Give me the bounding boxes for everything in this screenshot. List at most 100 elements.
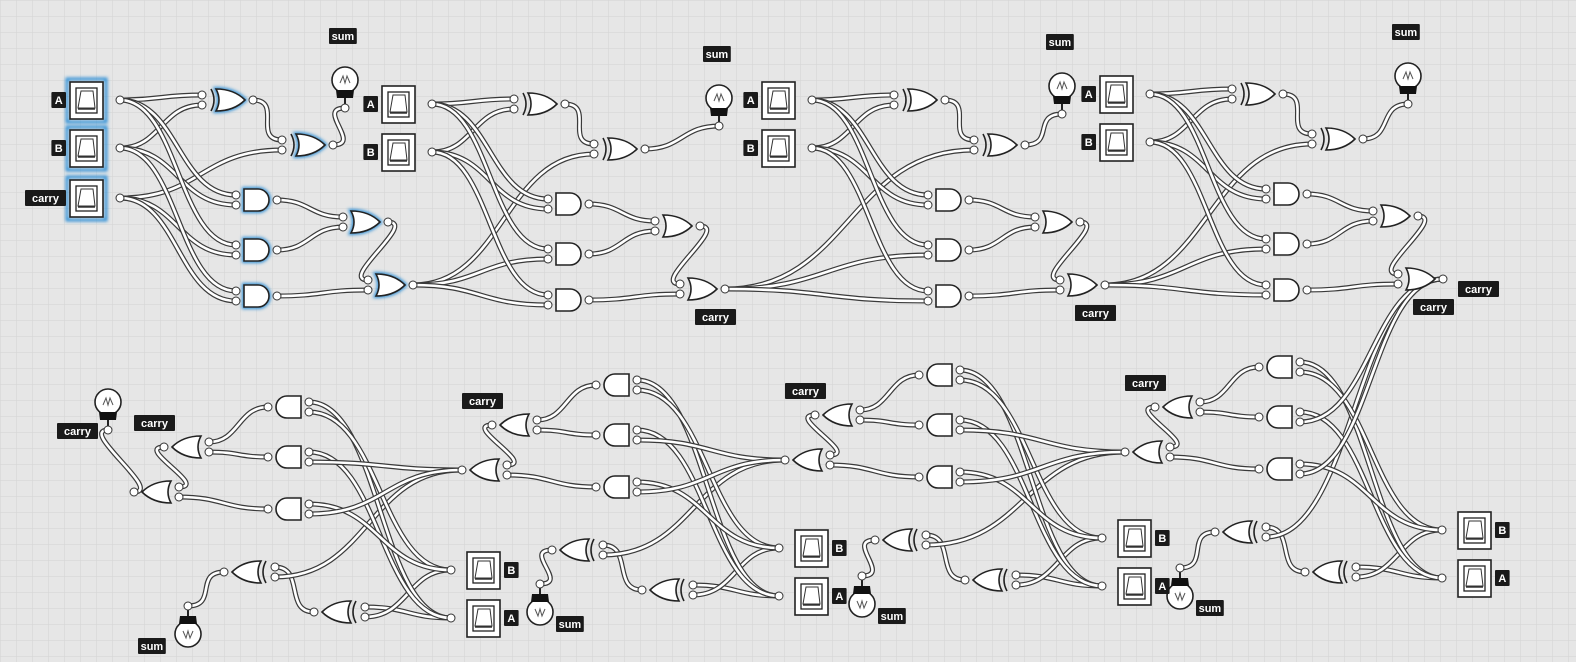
output-pin[interactable] [1145, 89, 1155, 99]
output-pin[interactable] [457, 465, 467, 475]
output-pin[interactable] [272, 195, 282, 205]
xor-gate[interactable] [1320, 127, 1357, 151]
input-pin[interactable] [1261, 194, 1271, 204]
output-pin[interactable] [129, 487, 139, 497]
input-pin[interactable] [714, 121, 724, 131]
output-pin[interactable] [1300, 567, 1310, 577]
and-gate[interactable] [555, 192, 582, 216]
input-pin[interactable] [1030, 222, 1040, 232]
xor-gate[interactable] [522, 92, 559, 116]
input-pin[interactable] [955, 477, 965, 487]
output-pin[interactable] [870, 535, 880, 545]
input-pin[interactable] [1368, 206, 1378, 216]
input-pin[interactable] [340, 103, 350, 113]
switch-a[interactable] [794, 577, 829, 616]
and-gate[interactable] [1273, 182, 1300, 206]
input-pin[interactable] [923, 250, 933, 260]
and-gate[interactable] [1273, 278, 1300, 302]
xor-gate[interactable] [1221, 520, 1258, 544]
input-pin[interactable] [955, 375, 965, 385]
and-gate[interactable] [555, 242, 582, 266]
input-pin[interactable] [1393, 279, 1403, 289]
input-pin[interactable] [632, 385, 642, 395]
input-pin[interactable] [1165, 452, 1175, 462]
and-gate[interactable] [935, 284, 962, 308]
or-gate[interactable] [140, 480, 173, 504]
output-pin[interactable] [427, 147, 437, 157]
output-pin[interactable] [807, 143, 817, 153]
input-pin[interactable] [1295, 417, 1305, 427]
input-pin[interactable] [921, 540, 931, 550]
switch-b[interactable] [65, 125, 108, 172]
input-pin[interactable] [923, 190, 933, 200]
output-pin[interactable] [807, 95, 817, 105]
and-gate[interactable] [275, 497, 302, 521]
input-pin[interactable] [1261, 234, 1271, 244]
input-pin[interactable] [363, 275, 373, 285]
and-gate[interactable] [242, 237, 271, 263]
or-gate[interactable] [468, 458, 501, 482]
output-pin[interactable] [159, 442, 169, 452]
output-pin[interactable] [774, 591, 784, 601]
input-pin[interactable] [589, 149, 599, 159]
input-pin[interactable] [825, 460, 835, 470]
output-pin[interactable] [1254, 412, 1264, 422]
output-pin[interactable] [1437, 573, 1447, 583]
input-pin[interactable] [270, 562, 280, 572]
and-gate[interactable] [242, 283, 271, 309]
output-pin[interactable] [774, 543, 784, 553]
switch-b[interactable] [761, 129, 796, 168]
input-pin[interactable] [1227, 94, 1237, 104]
input-pin[interactable] [270, 572, 280, 582]
and-gate[interactable] [926, 363, 953, 387]
input-pin[interactable] [955, 365, 965, 375]
or-gate[interactable] [686, 277, 719, 301]
input-pin[interactable] [509, 94, 519, 104]
output-pin[interactable] [960, 575, 970, 585]
output-pin[interactable] [560, 99, 570, 109]
input-pin[interactable] [688, 580, 698, 590]
input-pin[interactable] [855, 405, 865, 415]
input-pin[interactable] [543, 194, 553, 204]
input-pin[interactable] [955, 467, 965, 477]
input-pin[interactable] [955, 425, 965, 435]
input-pin[interactable] [1055, 285, 1065, 295]
switch-b[interactable] [1457, 511, 1492, 550]
input-pin[interactable] [857, 571, 867, 581]
output-pin[interactable] [248, 95, 258, 105]
output-pin[interactable] [637, 585, 647, 595]
and-gate[interactable] [603, 475, 630, 499]
input-pin[interactable] [1261, 290, 1271, 300]
input-pin[interactable] [969, 135, 979, 145]
input-pin[interactable] [923, 240, 933, 250]
output-pin[interactable] [1120, 447, 1130, 457]
input-pin[interactable] [1351, 562, 1361, 572]
input-pin[interactable] [632, 435, 642, 445]
input-pin[interactable] [589, 139, 599, 149]
input-pin[interactable] [231, 286, 241, 296]
input-pin[interactable] [923, 286, 933, 296]
output-pin[interactable] [1020, 140, 1030, 150]
or-gate[interactable] [1041, 210, 1074, 234]
and-gate[interactable] [242, 187, 271, 213]
output-pin[interactable] [720, 284, 730, 294]
and-gate[interactable] [555, 288, 582, 312]
input-pin[interactable] [103, 425, 113, 435]
output-pin[interactable] [383, 217, 393, 227]
switch-a[interactable] [1117, 567, 1152, 606]
input-pin[interactable] [1175, 563, 1185, 573]
output-pin[interactable] [1278, 89, 1288, 99]
output-pin[interactable] [1438, 274, 1448, 284]
input-pin[interactable] [1261, 184, 1271, 194]
xor-gate[interactable] [320, 600, 357, 624]
output-pin[interactable] [1150, 402, 1160, 412]
output-pin[interactable] [446, 565, 456, 575]
or-gate[interactable] [1404, 267, 1437, 291]
input-pin[interactable] [1295, 367, 1305, 377]
output-pin[interactable] [1437, 525, 1447, 535]
output-pin[interactable] [263, 504, 273, 514]
output-pin[interactable] [408, 280, 418, 290]
output-pin[interactable] [1358, 134, 1368, 144]
output-pin[interactable] [263, 452, 273, 462]
